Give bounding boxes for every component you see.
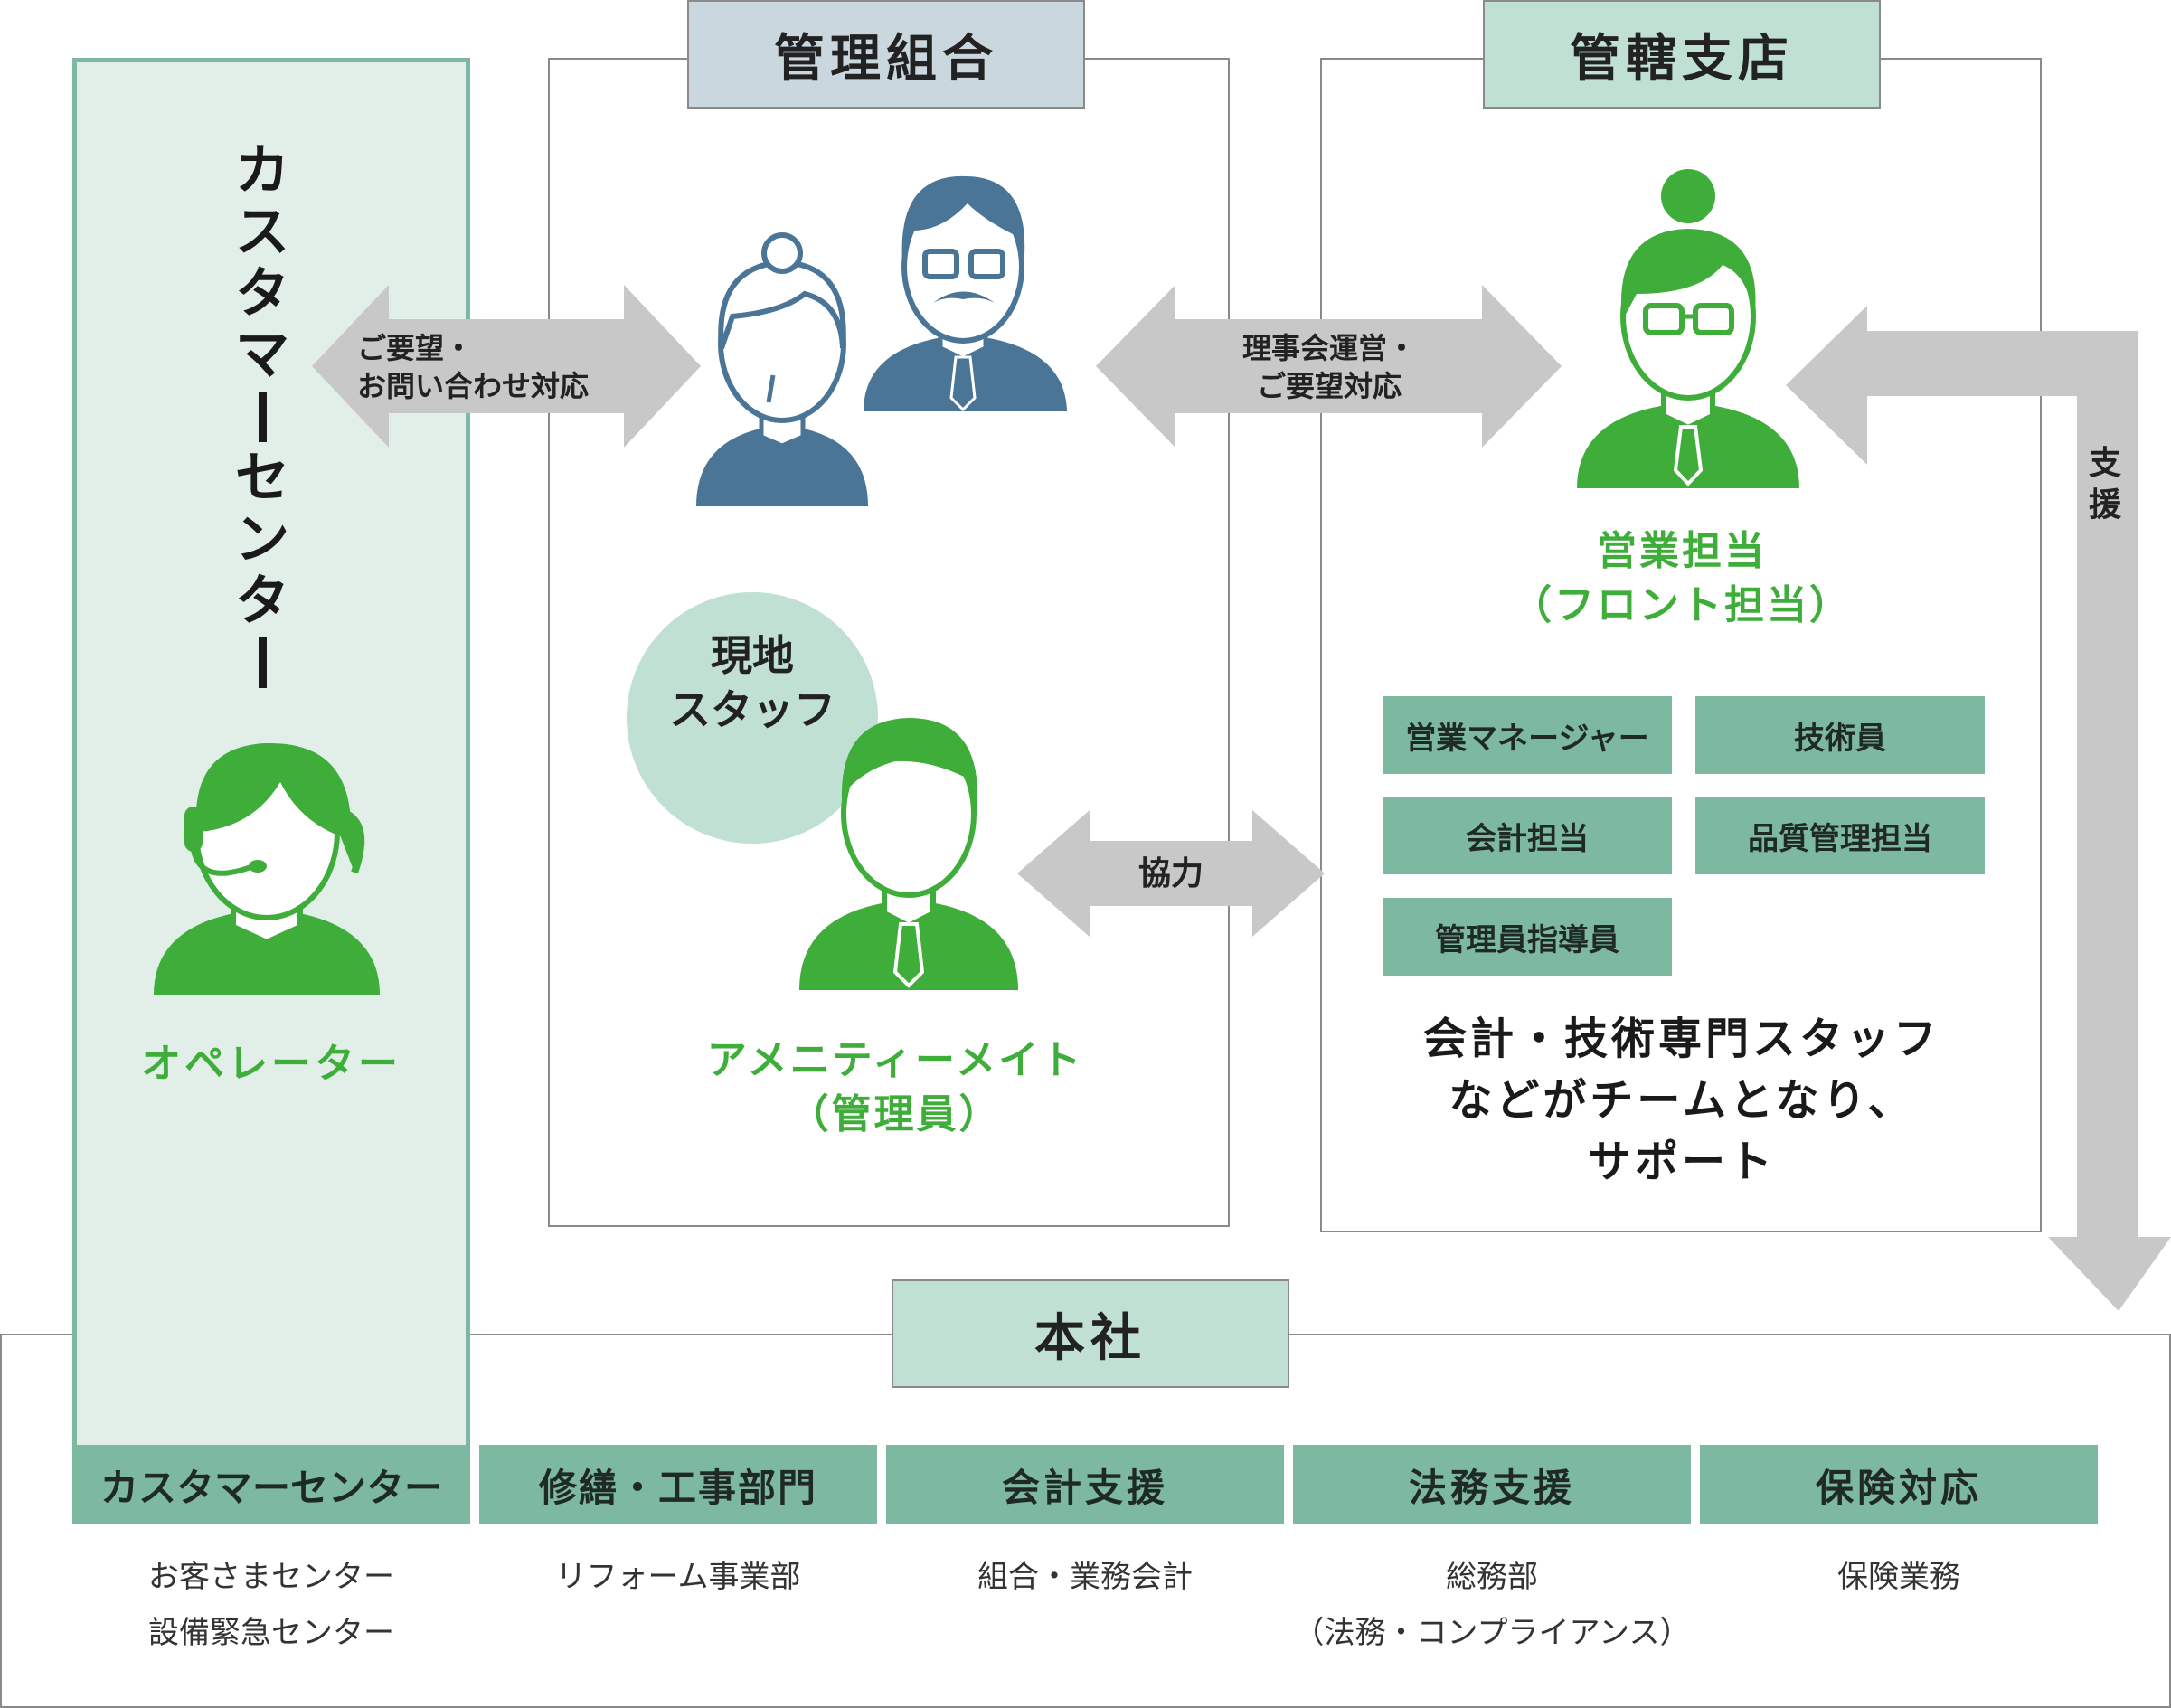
- board-operation-label: 理事会運営・ ご要望対応: [1241, 331, 1416, 403]
- local-staff-label: 現地 スタッフ: [669, 631, 835, 734]
- dept-customer-center-subs: お客さまセンター 設備緊急センター: [148, 1559, 394, 1651]
- long-vowel-mark: [258, 637, 267, 688]
- shiten-header: 管轄支店: [1483, 0, 1881, 109]
- dept-insurance-subs: 保険業務: [1837, 1559, 1960, 1595]
- amenity-mate-label: アメニティーメイト （管理員）: [706, 1037, 1084, 1137]
- operator-headset-icon: [154, 742, 380, 995]
- support-team-text: 会計・技術専門スタッフ などがチームとなり、 サポート: [1422, 1014, 1940, 1187]
- dept-legal-support: 法務支援: [1293, 1445, 1691, 1524]
- dept-customer-center: カスタマーセンター: [72, 1445, 470, 1524]
- request-inquiry-arrow: [312, 285, 701, 448]
- dept-repair-construction: 修繕・工事部門: [479, 1445, 877, 1524]
- operator-label: オペレーター: [141, 1041, 401, 1087]
- sales-rep-label: 営業担当 （フロント担当）: [1512, 528, 1852, 628]
- cooperation-arrow: [1017, 810, 1325, 937]
- support-label: 支 援: [2088, 445, 2121, 524]
- dept-repair-construction-subs: リフォーム事業部: [555, 1559, 801, 1595]
- board-members-icon: [696, 175, 1067, 506]
- staff-tile-manager-instructor: 管理員指導員: [1383, 898, 1672, 976]
- dept-accounting-support-subs: 組合・業務会計: [977, 1559, 1193, 1595]
- staff-tile-sales-manager: 営業マネージャー: [1383, 696, 1672, 774]
- staff-tile-accounting: 会計担当: [1383, 797, 1672, 874]
- dept-accounting-support: 会計支援: [886, 1445, 1284, 1524]
- honsha-header: 本社: [892, 1279, 1289, 1388]
- long-vowel-mark: [258, 392, 267, 442]
- customer-center-vertical-label: カ ス タ マ セ ン タ: [226, 140, 298, 694]
- sales-rep-icon: [1577, 169, 1799, 488]
- kumiai-header: 管理組合: [687, 0, 1085, 109]
- support-arrow: [1786, 306, 2171, 1311]
- cooperation-label: 協力: [1137, 855, 1203, 892]
- amenity-mate-icon: [799, 718, 1018, 990]
- staff-tile-quality-control: 品質管理担当: [1695, 797, 1985, 874]
- board-operation-arrow: [1096, 285, 1562, 448]
- request-inquiry-label: ご要望・ お問い合わせ対応: [357, 331, 590, 403]
- dept-legal-support-subs: 総務部 （法務・コンプライアンス）: [1293, 1559, 1691, 1651]
- dept-insurance: 保険対応: [1700, 1445, 2098, 1524]
- staff-tile-engineer: 技術員: [1695, 696, 1985, 774]
- local-staff-badge: [627, 592, 878, 844]
